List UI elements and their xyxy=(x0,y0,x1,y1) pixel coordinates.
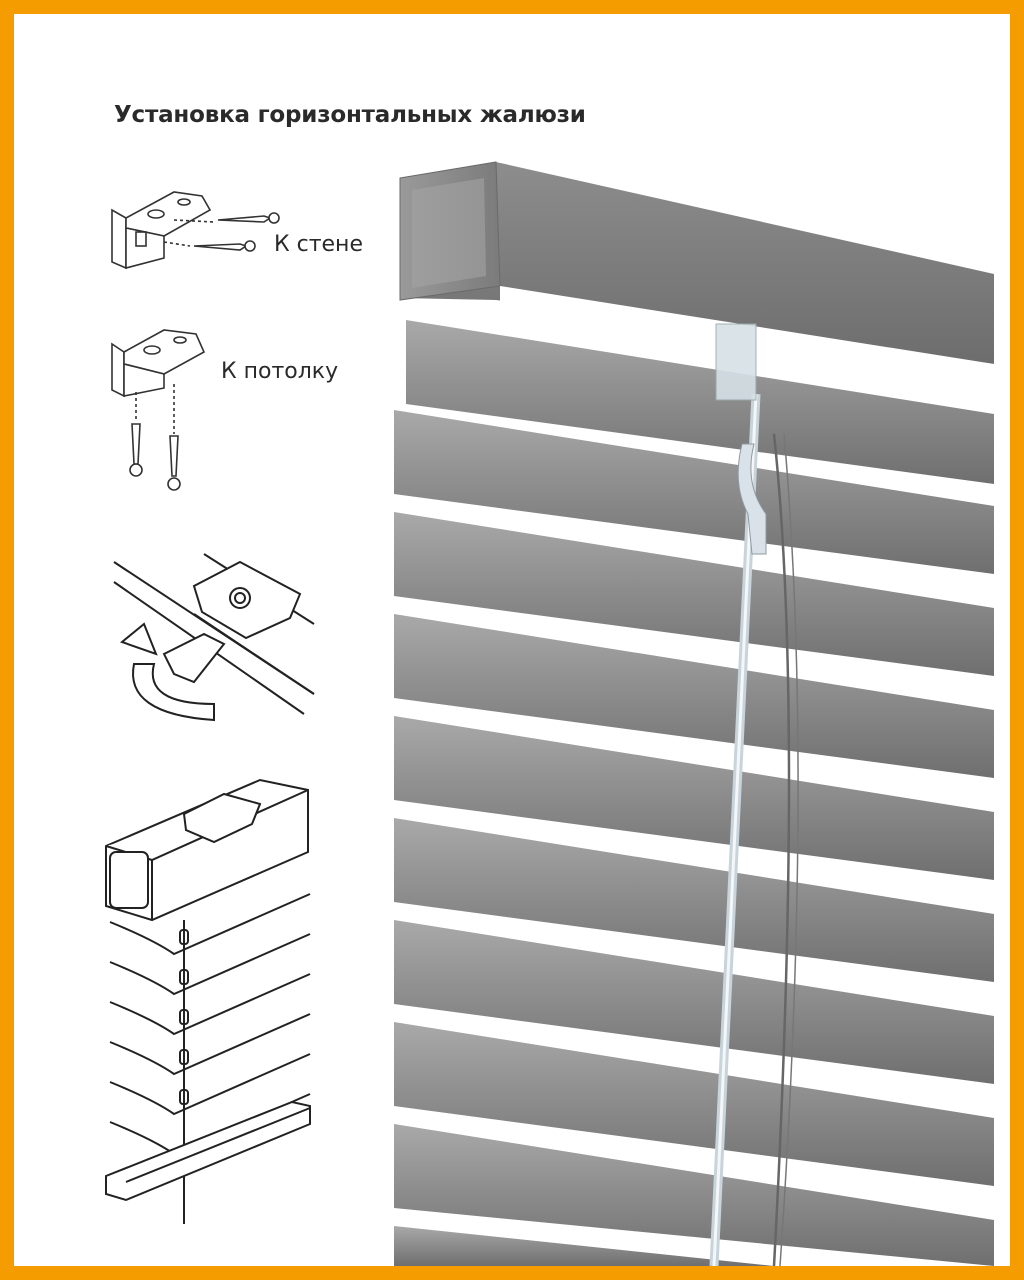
illustrations-layer xyxy=(105,161,994,1266)
page-frame: Установка горизонтальных жалюзи xyxy=(14,14,1010,1266)
page-title: Установка горизонтальных жалюзи xyxy=(114,102,586,128)
blind-slats xyxy=(394,320,994,1266)
blind-photo xyxy=(394,161,994,1266)
ceiling-mount-bracket-icon xyxy=(111,329,206,491)
tilt-wand xyxy=(709,323,799,1266)
wall-mount-bracket-icon xyxy=(111,191,280,270)
wall-mount-label: К стене xyxy=(274,232,363,257)
ceiling-mount-label: К потолку xyxy=(221,359,339,384)
bracket-clip-rotate-icon xyxy=(113,553,315,722)
assembled-blind-diagram-icon xyxy=(105,778,311,1224)
